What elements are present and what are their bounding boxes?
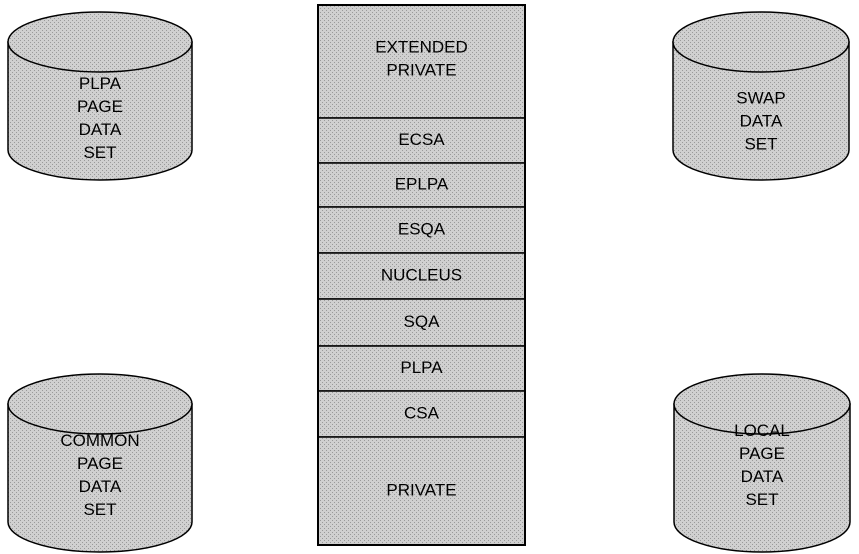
area-extended-private: EXTENDED PRIVATE	[317, 4, 526, 119]
local-cylinder-top	[673, 373, 851, 435]
area-esqa-label-line-1: ESQA	[398, 219, 446, 238]
memory-map-outline	[317, 4, 526, 546]
local-label-line-2: PAGE	[739, 444, 785, 463]
area-private: PRIVATE	[317, 436, 526, 546]
swap-label-line-1: SWAP	[736, 88, 785, 107]
area-ecsa-box	[317, 117, 526, 164]
common-label-line-4: SET	[83, 500, 116, 519]
plpa-cylinder-top	[7, 11, 193, 73]
plpa-page-data-set: PLPA PAGE DATA SET	[7, 11, 193, 181]
plpa-cylinder-body	[7, 41, 193, 181]
area-extended-private-label-line-1: EXTENDED	[375, 37, 468, 56]
area-sqa: SQA	[317, 298, 526, 347]
area-extended-private-box	[317, 4, 526, 119]
local-cylinder-body	[673, 403, 851, 553]
area-eplpa: EPLPA	[317, 162, 526, 208]
local-label-line-1: LOCAL	[734, 421, 790, 440]
plpa-label-line-2: PAGE	[77, 97, 123, 116]
local-label-line-3: DATA	[741, 467, 784, 486]
common-page-data-set: COMMON PAGE DATA SET	[7, 373, 193, 553]
area-csa-label-line-1: CSA	[404, 403, 440, 422]
local-page-data-set: LOCAL PAGE DATA SET	[673, 373, 851, 553]
area-ecsa: ECSA	[317, 117, 526, 164]
area-csa: CSA	[317, 390, 526, 438]
swap-label-line-2: DATA	[740, 111, 783, 130]
common-cylinder-body	[7, 403, 193, 553]
local-label-line-4: SET	[745, 490, 778, 509]
area-ecsa-label-line-1: ECSA	[398, 130, 445, 149]
area-nucleus: NUCLEUS	[317, 252, 526, 300]
swap-label-line-3: SET	[744, 134, 777, 153]
area-extended-private-label-line-2: PRIVATE	[386, 60, 456, 79]
area-esqa: ESQA	[317, 206, 526, 254]
memory-map: EXTENDED PRIVATE ECSA EPLPA ESQA NUCLEUS SQA PL…	[317, 4, 526, 546]
swap-data-set: SWAP DATA SET	[672, 11, 850, 181]
plpa-label-line-4: SET	[83, 143, 116, 162]
area-sqa-label-line-1: SQA	[404, 312, 441, 331]
common-label-line-3: DATA	[79, 477, 122, 496]
plpa-label-line-1: PLPA	[79, 74, 122, 93]
area-nucleus-label-line-1: NUCLEUS	[381, 265, 462, 284]
swap-cylinder-top	[672, 11, 850, 73]
area-eplpa-box	[317, 162, 526, 208]
swap-cylinder-body	[672, 41, 850, 181]
area-private-label-line-1: PRIVATE	[386, 480, 456, 499]
plpa-label-line-3: DATA	[79, 120, 122, 139]
area-eplpa-label-line-1: EPLPA	[395, 174, 449, 193]
common-cylinder-top	[7, 373, 193, 435]
common-label-line-1: COMMON	[60, 431, 139, 450]
common-label-line-2: PAGE	[77, 454, 123, 473]
area-plpa-label-line-1: PLPA	[400, 358, 443, 377]
area-plpa: PLPA	[317, 345, 526, 392]
